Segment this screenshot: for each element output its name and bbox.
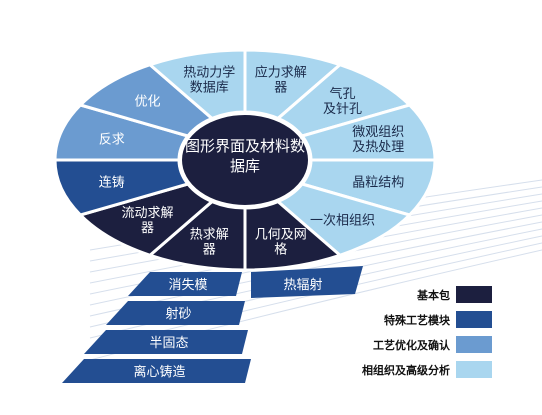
ring-label-microstructure-2: 及热处理 bbox=[352, 140, 404, 155]
band-lost-foam bbox=[128, 272, 242, 296]
ring-label-stress-solver-1: 应力求解 bbox=[255, 64, 307, 80]
legend-swatch-advanced bbox=[456, 361, 492, 378]
ring-label-heat-solver-2: 器 bbox=[203, 243, 216, 258]
band-label-centrifugal: 离心铸造 bbox=[133, 364, 185, 380]
ring-label-microstructure-1: 微观组织 bbox=[352, 125, 404, 140]
ring-segment-geometry-grid bbox=[243, 199, 343, 272]
ring-label-geometry-grid-2: 格 bbox=[274, 242, 287, 258]
legend-swatch-core bbox=[456, 286, 492, 303]
ring-label-flow-solver-1: 流动求解 bbox=[121, 206, 173, 221]
ring-label-thermo-database-1: 热动力学 bbox=[183, 64, 235, 80]
band-label-lost-foam: 消失模 bbox=[168, 278, 207, 293]
ring-label-continuous-casting-1: 连铸 bbox=[99, 175, 125, 191]
ring-label-geometry-grid-1: 几何及网 bbox=[255, 227, 307, 243]
ring-label-porosity-2: 及针孔 bbox=[323, 102, 362, 117]
center-ellipse bbox=[180, 113, 310, 207]
ring-segments: 热求解器流动求解器连铸反求优化热动力学数据库应力求解器气孔及针孔微观组织及热处理… bbox=[53, 48, 437, 272]
ring-label-thermo-database-2: 数据库 bbox=[190, 79, 229, 95]
band-semi-solid bbox=[84, 330, 248, 354]
legend-swatch-optimize bbox=[456, 336, 492, 353]
center-label-line-2: 据库 bbox=[230, 157, 260, 175]
band-radiation bbox=[251, 266, 363, 298]
ring-label-stress-solver-2: 器 bbox=[274, 80, 287, 95]
band-centrifugal bbox=[62, 359, 251, 383]
ring-label-eutectic-1: 一次相组织 bbox=[310, 212, 375, 228]
ring-label-flow-solver-2: 器 bbox=[141, 221, 154, 236]
ring-label-grain-structure-1: 晶粒结构 bbox=[352, 176, 404, 191]
center-hub: 图形界面及材料数 据库 bbox=[180, 113, 310, 207]
legend-swatch-special bbox=[456, 311, 492, 328]
legend-label-core: 基本包 bbox=[416, 288, 450, 302]
ring-label-inverse-1: 反求 bbox=[99, 132, 125, 147]
center-label-line-1: 图形界面及材料数 bbox=[185, 137, 305, 155]
band-label-radiation: 热辐射 bbox=[283, 277, 322, 293]
legend-label-advanced: 相组织及高级分析 bbox=[362, 363, 450, 377]
legend-label-special: 特殊工艺模块 bbox=[384, 313, 451, 327]
band-label-sand-shooting: 射砂 bbox=[165, 306, 191, 322]
band-sand-shooting bbox=[106, 301, 245, 325]
ring-label-optimization-1: 优化 bbox=[134, 95, 160, 110]
ring-label-heat-solver-1: 热求解 bbox=[190, 228, 229, 243]
ring-label-porosity-1: 气孔 bbox=[330, 86, 356, 102]
band-label-semi-solid: 半固态 bbox=[149, 336, 188, 351]
legend-label-optimize: 工艺优化及确认 bbox=[373, 338, 451, 352]
